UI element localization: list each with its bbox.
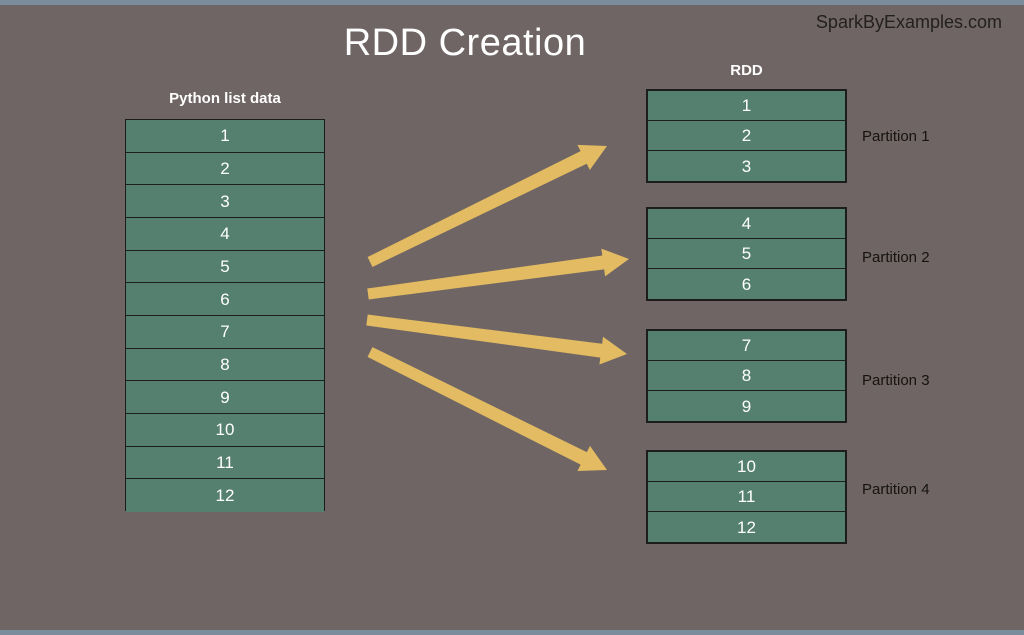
arrow-to-partition-2	[367, 248, 629, 300]
python-list-cell: 12	[126, 479, 324, 512]
python-list-cell: 1	[126, 120, 324, 153]
partition-3-cell: 9	[648, 391, 845, 421]
python-list-cell: 8	[126, 348, 324, 382]
arrow-to-partition-1	[367, 144, 607, 267]
rdd-label: RDD	[730, 62, 763, 79]
partition-1-cell: 3	[648, 151, 845, 181]
python-list-cell: 5	[126, 250, 324, 284]
partition-1-cell: 2	[648, 121, 845, 151]
partition-label-1: Partition 1	[862, 128, 930, 145]
arrow-to-partition-4	[367, 347, 607, 471]
partition-4-cell: 10	[648, 452, 845, 482]
python-list-cell: 9	[126, 381, 324, 414]
partition-label-2: Partition 2	[862, 249, 930, 266]
arrow-to-partition-3	[366, 314, 627, 365]
partition-label-4: Partition 4	[862, 481, 930, 498]
source-list-label: Python list data	[169, 90, 281, 107]
partition-2-cell: 4	[648, 209, 845, 239]
bottom-edge-strip	[0, 630, 1024, 635]
python-list-cell: 6	[126, 283, 324, 316]
partition-label-3: Partition 3	[862, 372, 930, 389]
page-title: RDD Creation	[343, 22, 587, 64]
partition-2-cell: 6	[648, 269, 845, 299]
partition-4-cell: 11	[648, 482, 845, 512]
python-list-cell: 2	[126, 152, 324, 186]
python-list-cell: 10	[126, 413, 324, 447]
partition-2-cell: 5	[648, 239, 845, 269]
partition-3-cell: 7	[648, 331, 845, 361]
partition-1-cell: 1	[648, 91, 845, 121]
python-list-cell: 7	[126, 315, 324, 349]
python-list-cell: 3	[126, 185, 324, 218]
top-edge-strip	[0, 0, 1024, 5]
python-list-cell: 4	[126, 217, 324, 251]
partition-3-cell: 8	[648, 361, 845, 391]
partition-4-cell: 12	[648, 512, 845, 542]
watermark: SparkByExamples.com	[815, 12, 1002, 32]
python-list-cell: 11	[126, 446, 324, 480]
